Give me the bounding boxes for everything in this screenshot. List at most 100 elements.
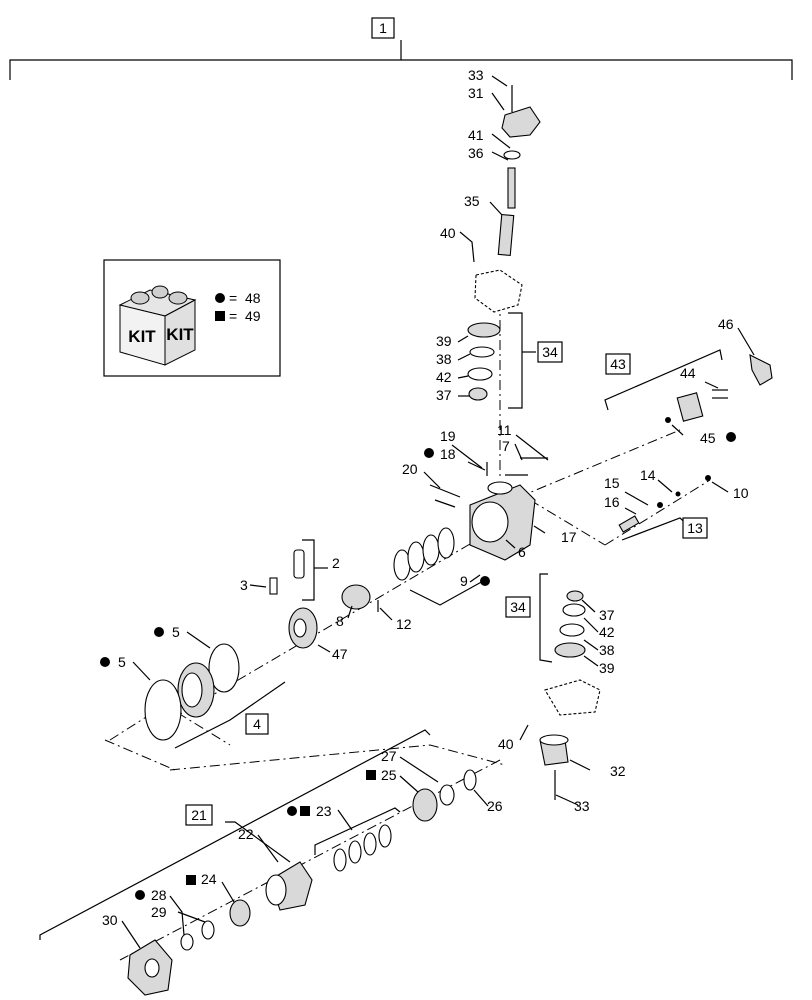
callout-6[interactable]: 6 bbox=[518, 544, 526, 560]
circle-marker-icon bbox=[215, 293, 225, 303]
callout-5-upper[interactable]: 5 bbox=[172, 624, 180, 640]
shim-23a[interactable] bbox=[333, 848, 347, 872]
callout-37-upper[interactable]: 37 bbox=[436, 387, 452, 403]
boxed-callout-21[interactable]: 21 bbox=[185, 804, 213, 826]
bushing-37b[interactable] bbox=[566, 590, 584, 602]
callout-5-lower[interactable]: 5 bbox=[118, 654, 126, 670]
callout-42-lower[interactable]: 42 bbox=[599, 624, 615, 640]
seal-26[interactable] bbox=[463, 769, 477, 791]
callout-2[interactable]: 2 bbox=[332, 555, 340, 571]
callout-33-upper[interactable]: 33 bbox=[468, 67, 484, 83]
oring-5b[interactable] bbox=[144, 679, 182, 741]
ring-27[interactable] bbox=[439, 784, 455, 806]
kingpin-cap[interactable] bbox=[501, 106, 541, 138]
callout-11[interactable]: 11 bbox=[497, 422, 512, 438]
pin-35[interactable] bbox=[497, 213, 515, 257]
callout-29[interactable]: 29 bbox=[151, 904, 167, 920]
shim-23d[interactable] bbox=[378, 824, 392, 848]
callout-15[interactable]: 15 bbox=[604, 475, 620, 491]
callout-3[interactable]: 3 bbox=[240, 577, 248, 593]
callout-18[interactable]: 18 bbox=[440, 446, 456, 462]
boxed-callout-34-lower[interactable]: 34 bbox=[505, 596, 531, 618]
callout-12[interactable]: 12 bbox=[396, 616, 412, 632]
callout-22[interactable]: 22 bbox=[238, 826, 254, 842]
circle-marker-28 bbox=[135, 890, 145, 900]
pin-35-upper[interactable] bbox=[507, 167, 516, 209]
callout-1-box[interactable]: 1 bbox=[371, 17, 395, 39]
callout-23[interactable]: 23 bbox=[316, 803, 332, 819]
callout-35[interactable]: 35 bbox=[464, 193, 480, 209]
oring-42a[interactable] bbox=[467, 367, 493, 381]
oring-5a[interactable] bbox=[208, 643, 240, 693]
ring-28[interactable] bbox=[180, 933, 194, 951]
sensor-45[interactable] bbox=[676, 392, 704, 422]
callout-39-lower[interactable]: 39 bbox=[599, 660, 615, 676]
square-marker-24 bbox=[186, 875, 196, 885]
callout-39-upper[interactable]: 39 bbox=[436, 333, 452, 349]
square-marker-25 bbox=[366, 770, 376, 780]
legend-square-ref[interactable]: 49 bbox=[245, 308, 261, 324]
left-shaft-group bbox=[269, 539, 379, 649]
callout-21: 21 bbox=[191, 807, 207, 823]
seal-39a[interactable] bbox=[467, 322, 501, 338]
bushing-37a[interactable] bbox=[468, 387, 488, 401]
callout-36[interactable]: 36 bbox=[468, 145, 484, 161]
callout-34-upper: 34 bbox=[542, 344, 558, 360]
legend-circle-ref[interactable]: 48 bbox=[245, 290, 261, 306]
callout-19[interactable]: 19 bbox=[440, 428, 456, 444]
callout-17[interactable]: 17 bbox=[561, 529, 577, 545]
callout-41[interactable]: 41 bbox=[468, 127, 484, 143]
upper-kingpin-group bbox=[467, 85, 541, 409]
boxed-callout-34-upper[interactable]: 34 bbox=[537, 341, 563, 363]
callout-38-upper[interactable]: 38 bbox=[436, 351, 452, 367]
callout-7[interactable]: 7 bbox=[502, 438, 510, 454]
shim-23c[interactable] bbox=[363, 832, 377, 856]
bracket-46[interactable] bbox=[749, 354, 773, 386]
callout-30[interactable]: 30 bbox=[102, 912, 118, 928]
sleeve-8[interactable] bbox=[341, 584, 371, 610]
bearing-24[interactable] bbox=[229, 899, 251, 927]
callout-45[interactable]: 45 bbox=[700, 430, 716, 446]
callout-32[interactable]: 32 bbox=[610, 763, 626, 779]
switch-16[interactable] bbox=[618, 515, 640, 533]
callout-47[interactable]: 47 bbox=[332, 646, 348, 662]
boxed-callout-43[interactable]: 43 bbox=[605, 353, 631, 375]
boxed-callout-13[interactable]: 13 bbox=[682, 517, 708, 539]
fork-2[interactable] bbox=[293, 549, 305, 579]
callout-31[interactable]: 31 bbox=[468, 85, 484, 101]
circle-marker-5b bbox=[100, 657, 110, 667]
callout-27[interactable]: 27 bbox=[381, 748, 397, 764]
shim-38a[interactable] bbox=[469, 346, 495, 358]
circle-marker-5a bbox=[154, 627, 164, 637]
callout-28[interactable]: 28 bbox=[151, 887, 167, 903]
callout-40-upper[interactable]: 40 bbox=[440, 225, 456, 241]
ring-29[interactable] bbox=[201, 920, 215, 940]
circle-marker-9 bbox=[480, 576, 490, 586]
callout-46[interactable]: 46 bbox=[718, 316, 734, 332]
callout-20[interactable]: 20 bbox=[402, 461, 418, 477]
callout-33-lower[interactable]: 33 bbox=[574, 798, 590, 814]
shim-23b[interactable] bbox=[348, 840, 362, 864]
callout-26[interactable]: 26 bbox=[487, 798, 503, 814]
seal-39b[interactable] bbox=[554, 642, 586, 658]
callout-10[interactable]: 10 bbox=[733, 485, 749, 501]
callout-24[interactable]: 24 bbox=[201, 871, 217, 887]
ring-36[interactable] bbox=[503, 150, 521, 160]
callout-9[interactable]: 9 bbox=[460, 573, 468, 589]
pin-3[interactable] bbox=[269, 577, 278, 595]
shim-38b[interactable] bbox=[559, 623, 585, 637]
callout-44[interactable]: 44 bbox=[680, 365, 696, 381]
callout-37-lower[interactable]: 37 bbox=[599, 607, 615, 623]
callout-38-lower[interactable]: 38 bbox=[599, 642, 615, 658]
callout-40-lower[interactable]: 40 bbox=[498, 736, 514, 752]
circle-marker-18 bbox=[424, 448, 434, 458]
callout-8[interactable]: 8 bbox=[336, 613, 344, 629]
boxed-callout-4[interactable]: 4 bbox=[245, 713, 269, 735]
callout-16[interactable]: 16 bbox=[604, 494, 620, 510]
oring-42b[interactable] bbox=[562, 603, 586, 617]
callout-25[interactable]: 25 bbox=[381, 767, 397, 783]
callout-42-upper[interactable]: 42 bbox=[436, 369, 452, 385]
seal-set-9[interactable] bbox=[393, 527, 486, 606]
bearing-25[interactable] bbox=[412, 788, 438, 822]
callout-14[interactable]: 14 bbox=[640, 467, 656, 483]
